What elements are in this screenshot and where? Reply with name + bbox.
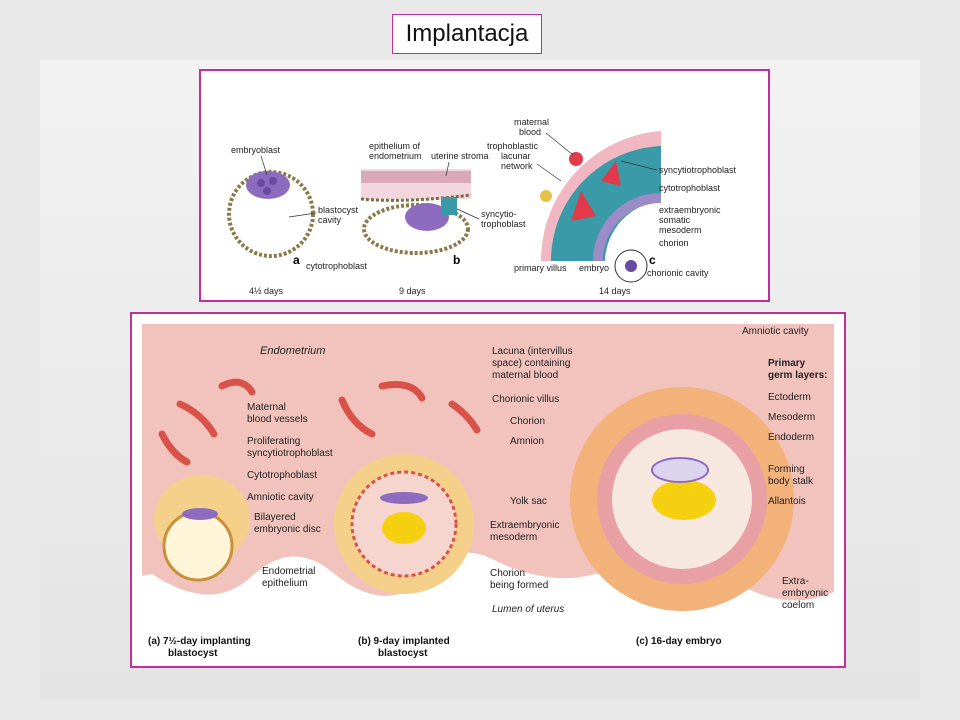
caption-a-2: blastocyst [168,648,218,659]
label-prolif-1: Proliferating [247,436,300,447]
label-lacuna-2: space) containing [492,358,570,369]
label-cytotrophoblast-c: cytotrophoblast [659,183,721,193]
label-mesoderm: Mesoderm [768,412,815,423]
label-blood: blood [519,127,541,137]
label-stalk-1: Forming [768,464,805,475]
label-chorionic-villus: Chorionic villus [492,394,559,405]
implantation-stages-diagram: embryoblast blastocyst cavity a cytotrop… [227,117,737,296]
days-a: 4½ days [249,286,284,296]
label-lacunar: lacunar [501,151,531,161]
label-germ-2: germ layers: [768,370,827,381]
label-coelom-1: Extra- [782,576,809,587]
letter-b: b [453,253,460,267]
label-coelom-3: coelom [782,600,814,611]
caption-a-1: (a) 7½-day implanting [148,636,251,647]
label-endo-epi-1: Endometrial [262,566,315,577]
embryo-development-diagram: Endometrium Maternal blood vessels Proli… [142,324,834,659]
label-epithelium-2: endometrium [369,151,422,161]
label-bilayered-1: Bilayered [254,512,296,523]
caption-c: (c) 16-day embryo [636,636,722,647]
bottom-figure: Endometrium Maternal blood vessels Proli… [130,312,846,668]
days-b: 9 days [399,286,426,296]
label-syncytio-2: trophoblast [481,219,526,229]
maternal-vessels [158,378,481,466]
label-germ-1: Primary [768,358,806,369]
label-endo-epi-2: epithelium [262,578,308,589]
label-epithelium-1: epithelium of [369,141,421,151]
label-mesoderm: mesoderm [659,225,702,235]
label-syncytiotrophoblast: syncytiotrophoblast [659,165,737,175]
panel-b-implanting [360,169,472,255]
label-allantois: Allantois [768,496,806,507]
embryo-b [334,454,474,594]
label-syncytio-1: syncytio- [481,209,517,219]
letter-c: c [649,253,656,267]
label-lumen: Lumen of uterus [492,604,564,615]
label-extra-meso-2: mesoderm [490,532,537,543]
label-coelom-2: embryonic [782,588,828,599]
label-network: network [501,161,533,171]
label-prolif-2: syncytiotrophoblast [247,448,333,459]
days-c: 14 days [599,286,631,296]
label-amniotic-cavity: Amniotic cavity [247,492,314,503]
label-ectoderm: Ectoderm [768,392,811,403]
label-bilayered-2: embryonic disc [254,524,321,535]
label-endometrium: Endometrium [260,345,325,357]
label-embryo: embryo [579,263,609,273]
label-maternal-1: Maternal [247,402,286,413]
label-primary-villus: primary villus [514,263,567,273]
label-chorion: chorion [659,238,689,248]
label-cytotrophoblast: Cytotrophoblast [247,470,317,481]
label-lacuna-1: Lacuna (intervillus [492,346,573,357]
label-cavity: cavity [318,215,342,225]
label-maternal-2: blood vessels [247,414,308,425]
label-amnion: Amnion [510,436,544,447]
letter-a: a [293,253,300,267]
label-amniotic-cavity-r: Amniotic cavity [742,326,809,337]
label-stalk-2: body stalk [768,476,814,487]
slide-title: Implantacja [392,14,542,54]
label-maternal: maternal [514,117,549,127]
caption-b-1: (b) 9-day implanted [358,636,450,647]
label-somatic: somatic [659,215,691,225]
embryo-c [570,387,794,611]
label-embryoblast: embryoblast [231,145,281,155]
label-yolk-sac: Yolk sac [510,496,547,507]
label-chorion: Chorion [510,416,545,427]
label-uterine-stroma: uterine stroma [431,151,489,161]
label-blastocyst: blastocyst [318,205,359,215]
label-trophoblastic: trophoblastic [487,141,539,151]
label-chorion-forming-1: Chorion [490,568,525,579]
caption-b-2: blastocyst [378,648,428,659]
label-extra-meso-1: Extraembryonic [490,520,559,531]
label-extraembryonic: extraembryonic [659,205,721,215]
label-cytotrophoblast-a: cytotrophoblast [306,261,368,271]
panel-c-wedge [540,131,661,283]
panel-a-blastocyst [227,170,315,258]
label-endoderm: Endoderm [768,432,814,443]
label-chorionic-cavity: chorionic cavity [647,268,709,278]
top-figure: embryoblast blastocyst cavity a cytotrop… [199,69,770,302]
embryo-a [154,475,250,582]
label-chorion-forming-2: being formed [490,580,548,591]
label-lacuna-3: maternal blood [492,370,558,381]
